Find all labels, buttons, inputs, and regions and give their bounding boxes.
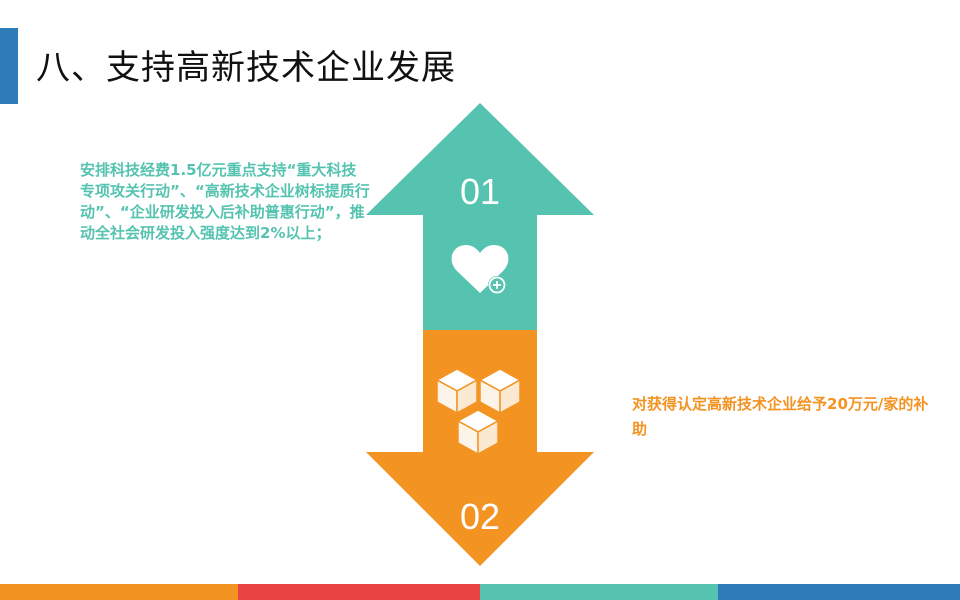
footer-segment-orange bbox=[0, 584, 238, 600]
title-accent-bar bbox=[0, 28, 18, 104]
cubes-icon bbox=[435, 368, 522, 456]
slide-title: 八、支持高新技术企业发展 bbox=[36, 48, 456, 88]
step-2-description: 对获得认定高新技术企业给予20万元/家的补助 bbox=[632, 395, 929, 438]
up-arrow bbox=[366, 103, 594, 330]
step-1-description: 安排科技经费1.5亿元重点支持“重大科技专项攻关行动”、“高新技术企业树标提质行… bbox=[80, 161, 370, 242]
footer-segment-blue bbox=[718, 584, 960, 600]
footer-color-bar bbox=[0, 584, 960, 600]
step-1-number: 01 bbox=[460, 171, 500, 212]
step-2-number: 02 bbox=[460, 496, 500, 537]
footer-segment-teal bbox=[480, 584, 718, 600]
footer-segment-red bbox=[238, 584, 480, 600]
heart-plus-icon bbox=[451, 245, 509, 294]
